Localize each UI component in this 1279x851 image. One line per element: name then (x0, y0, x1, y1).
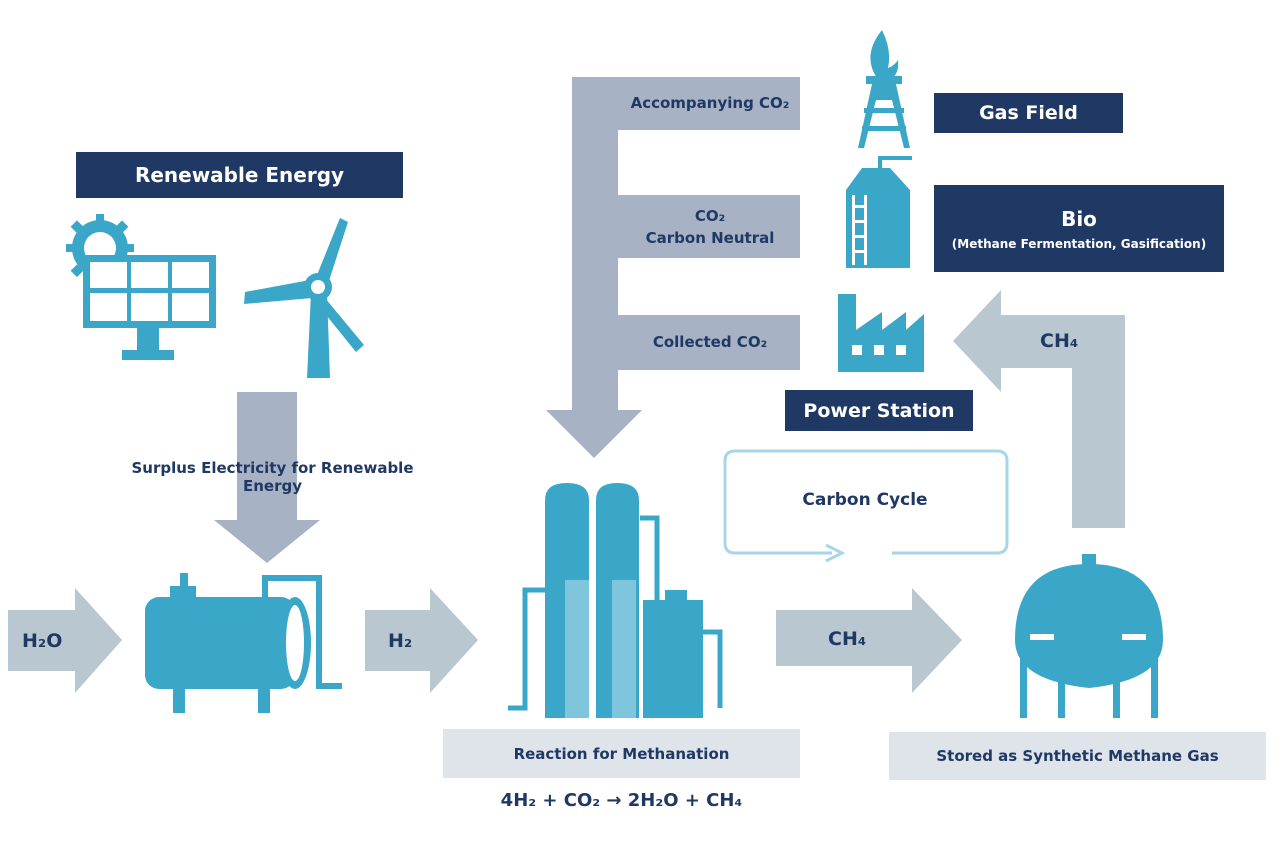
power-station-icon (838, 294, 924, 372)
bio-label: Bio (Methane Fermentation, Gasification) (934, 185, 1224, 272)
gas-holder-icon (1015, 554, 1163, 718)
carbon-neutral-text: Carbon Neutral (645, 229, 775, 247)
wind-turbine-icon (244, 218, 364, 378)
methanation-equation: 4H₂ + CO₂ → 2H₂O + CH₄ (500, 790, 743, 811)
gas-field-label: Gas Field (934, 93, 1123, 133)
h2-arrow (365, 588, 478, 693)
surplus-electricity-arrow (214, 392, 320, 563)
gas-field-flare-icon (858, 30, 910, 148)
carbon-cycle-arrowhead (825, 543, 846, 563)
methanation-reactor-icon (508, 483, 723, 718)
power-station-text: Power Station (803, 399, 955, 422)
surplus-electricity-label: Surplus Electricity for Renewable Energy (131, 459, 414, 495)
solar-panel-icon (83, 255, 216, 360)
accompanying-co2-label: Accompanying CO₂ (630, 94, 790, 112)
carbon-cycle-label: Carbon Cycle (802, 490, 928, 510)
renewable-energy-text: Renewable Energy (134, 163, 345, 187)
bio-subtitle: (Methane Fermentation, Gasification) (951, 236, 1207, 251)
electrolyzer-tank-icon (145, 573, 342, 713)
power-station-label: Power Station (785, 390, 973, 431)
collected-co2-label: Collected CO₂ (652, 333, 768, 351)
h2-label: H₂ (388, 630, 413, 652)
h2o-label: H₂O (22, 630, 63, 652)
reaction-for-methanation-text: Reaction for Methanation (513, 744, 730, 763)
stored-synthetic-box: Stored as Synthetic Methane Gas (889, 732, 1266, 780)
co2-collector-arrow (546, 77, 800, 458)
co2-text: CO₂ (694, 207, 726, 225)
gas-field-text: Gas Field (979, 102, 1078, 124)
ch4-flow-label: CH₄ (828, 628, 867, 650)
ch4-return-arrow (953, 290, 1125, 528)
carbon-neutral-label: CO₂ Carbon Neutral (622, 205, 798, 249)
h2o-arrow (8, 588, 122, 693)
bio-title: Bio (1061, 206, 1097, 231)
stored-synthetic-text: Stored as Synthetic Methane Gas (936, 747, 1219, 765)
bio-digester-icon (846, 156, 912, 268)
reaction-for-methanation-box: Reaction for Methanation (443, 729, 800, 778)
ch4-return-label: CH₄ (1040, 330, 1079, 352)
ch4-flow-arrow (776, 588, 962, 693)
renewable-energy-label: Renewable Energy (76, 152, 403, 198)
carbon-cycle-loop (723, 449, 1009, 555)
